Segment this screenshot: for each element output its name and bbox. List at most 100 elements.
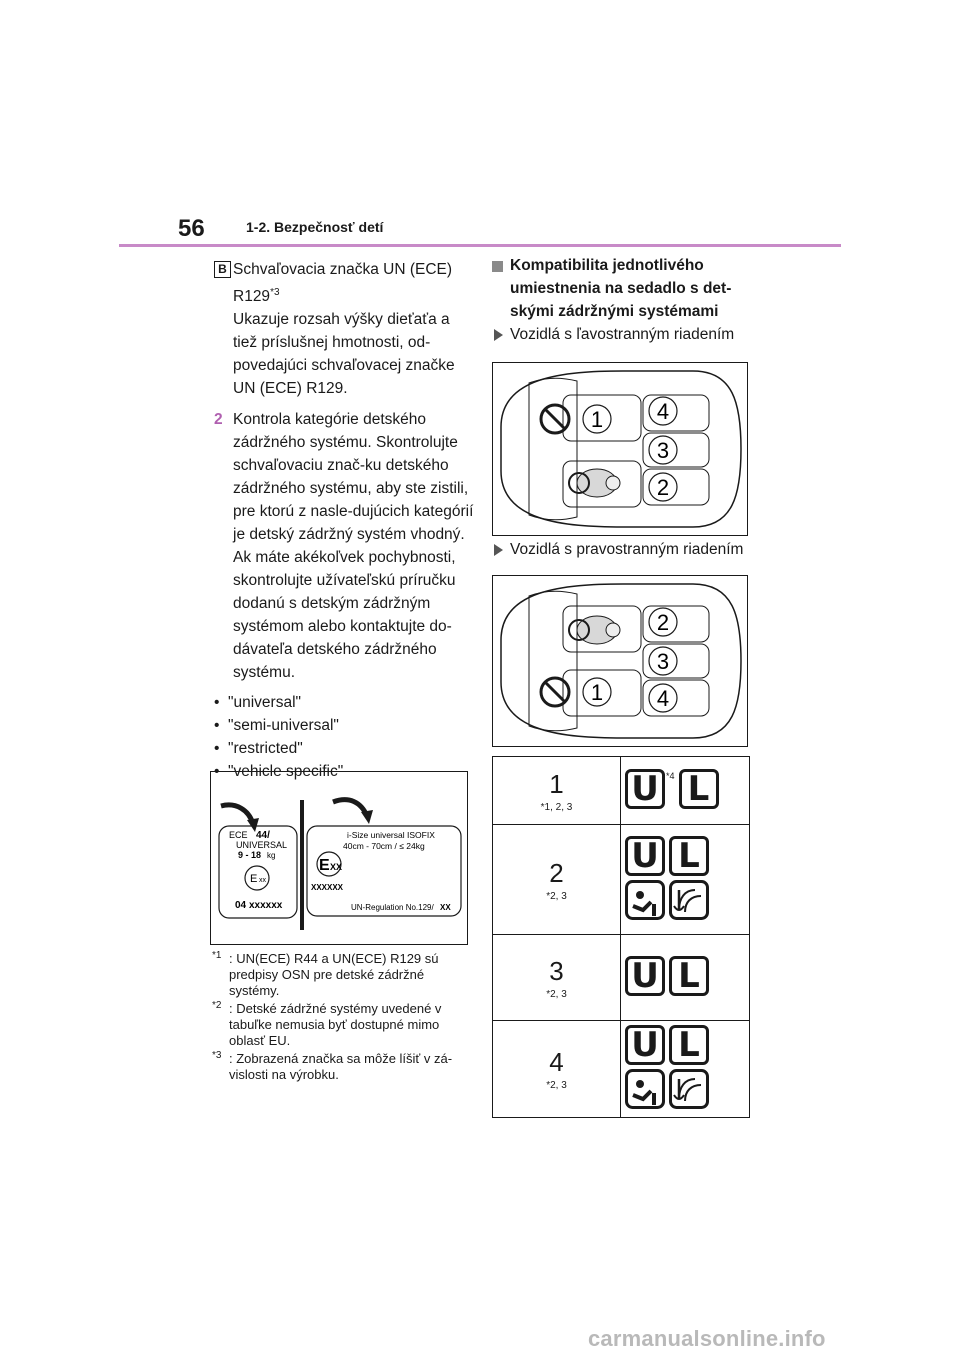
placeholder-text: XXXXXX <box>311 883 344 892</box>
universal-symbol: U <box>625 835 665 876</box>
placeholder-text: XX <box>330 862 342 872</box>
rear-seat <box>642 679 710 717</box>
seat-number: 4 <box>657 686 669 711</box>
section-title: 1-2. Bezpečnosť detí <box>246 219 384 235</box>
seat-number-circle <box>582 677 612 707</box>
booster-seat-icon <box>625 1069 665 1109</box>
r44-label-frame <box>218 825 298 919</box>
rhd-car-diagram: 1 2 3 4 <box>492 575 748 747</box>
table-row: 1 *1, 2, 3 U *4 L <box>492 756 750 825</box>
universal-symbol: U <box>625 768 665 809</box>
rear-seat <box>642 643 710 679</box>
footnote-mark: *3 <box>212 1050 222 1061</box>
table-row: 2 *2, 3 U L <box>492 824 750 935</box>
footnote-text: : Zobrazená značka sa môže líšiť v zá-vi… <box>229 1051 453 1082</box>
symbols-cell: U L <box>620 934 750 1021</box>
approval-mark-title-text: Schvaľovacia značka UN (ECE) R129 <box>233 261 453 306</box>
footnotes: *1 : UN(ECE) R44 a UN(ECE) R129 sú predpi… <box>212 950 474 1085</box>
seat-number: 4 <box>657 399 669 424</box>
lhd-caption: Vozidlá s ľavostranným riadením <box>492 326 734 344</box>
category-check-text: Kontrola kategórie detského zádržného sy… <box>233 411 474 682</box>
seat-number: 3 <box>657 438 669 463</box>
r44-text: E <box>250 873 257 885</box>
steering-wheel-icon <box>568 472 590 494</box>
table-row: 3 *2, 3 U L <box>492 934 750 1021</box>
rear-seat <box>642 605 710 643</box>
arrow-icon <box>332 797 370 818</box>
front-seat <box>562 394 642 442</box>
seat-number: 3 <box>549 955 564 986</box>
approval-mark-block: B Schvaľovacia značka UN (ECE) R129*3 Uk… <box>214 258 474 400</box>
r129-text: 40cm - 70cm / ≤ 24kg <box>343 841 425 851</box>
driver-seat <box>562 460 642 508</box>
symbol-row <box>625 1069 745 1109</box>
seat-number: 2 <box>657 610 669 635</box>
symbols-cell: U L <box>620 824 750 935</box>
symbol-row: U L <box>625 1025 745 1065</box>
item-number: 2 <box>214 411 223 429</box>
r44-text: UNIVERSAL <box>236 840 287 850</box>
approval-mark-description: Ukazuje rozsah výšky dieťaťa a tiež prís… <box>233 311 455 398</box>
windshield-outline <box>528 377 578 521</box>
compatibility-heading: Kompatibilita jednotlivého umiestnenia n… <box>492 254 762 323</box>
r44-text: 04 <box>235 900 247 911</box>
arrow-head-icon <box>247 818 259 832</box>
seat-note: *2, 3 <box>546 988 567 1000</box>
r44-text: kg <box>267 851 275 860</box>
r44-text: 9 - 18 <box>238 850 261 860</box>
r129-label-frame <box>306 825 462 917</box>
seat-number: 1 <box>591 680 603 705</box>
seat-number-circle <box>648 472 678 502</box>
seat-number: 2 <box>657 475 669 500</box>
symbol-row <box>625 879 745 920</box>
driver-head-icon <box>605 622 621 638</box>
arrow-head-icon <box>361 810 373 824</box>
isofix-icon <box>669 1069 709 1109</box>
r129-text: UN-Regulation No.129/ <box>351 903 434 912</box>
footnote-mark: *1 <box>212 950 222 961</box>
seat-number-circle <box>648 607 678 637</box>
seat-number: 3 <box>657 649 669 674</box>
seat-number-circle <box>582 404 612 434</box>
seat-number: 2 <box>549 857 564 888</box>
footnote-text: : UN(ECE) R44 a UN(ECE) R129 sú predpisy… <box>229 951 439 998</box>
seat-cell: 3 *2, 3 <box>492 934 621 1021</box>
front-seat <box>562 669 642 717</box>
list-item: "universal" <box>214 691 474 714</box>
seat-cell: 4 *2, 3 <box>492 1020 621 1118</box>
compatibility-table: 1 *1, 2, 3 U *4 L 2 *2, 3 U L <box>492 756 750 1118</box>
prohibited-slash <box>543 407 567 431</box>
approval-labels-figure: ECE 44/ UNIVERSAL 9 - 18 kg E xx 04 xxxx… <box>210 771 468 945</box>
seat-cell: 2 *2, 3 <box>492 824 621 935</box>
approval-labels-svg: ECE 44/ UNIVERSAL 9 - 18 kg E xx 04 xxxx… <box>218 797 462 930</box>
seat-number-circle <box>648 683 678 713</box>
rhd-caption: Vozidlá s pravostranným riadením <box>492 541 743 559</box>
booster-seat-icon <box>625 879 665 920</box>
universal-symbol: U <box>625 955 665 996</box>
symbols-cell: U L <box>620 1020 750 1118</box>
prohibited-icon <box>539 403 571 435</box>
lhd-car-svg: 1 4 3 2 <box>500 370 742 528</box>
list-item: "semi-universal" <box>214 714 474 737</box>
seat-number: 1 <box>591 407 603 432</box>
placeholder-text: xxxxxx <box>249 900 283 911</box>
car-body-outline <box>500 370 742 528</box>
e-mark-icon <box>244 865 270 891</box>
r129-text: E <box>319 857 330 874</box>
seat-note: *2, 3 <box>546 890 567 902</box>
watermark: carmanualsonline.info <box>588 1326 826 1351</box>
placeholder-text: XX <box>440 903 451 912</box>
seat-number: 4 <box>549 1047 564 1077</box>
badge-b: B <box>214 261 231 278</box>
lap-symbol: L <box>669 955 709 996</box>
symbol-row: U L <box>625 955 745 996</box>
lap-symbol: L <box>669 835 709 876</box>
car-body-outline <box>500 583 742 739</box>
steering-wheel-icon <box>568 619 590 641</box>
rear-seat <box>642 394 710 432</box>
r44-text: 44/ <box>256 830 270 841</box>
footnote: *3 : Zobrazená značka sa môže líšiť v zá-… <box>212 1050 474 1083</box>
r129-text: i-Size universal ISOFIX <box>347 830 435 840</box>
category-check-item: 2 Kontrola kategórie detského zádržného … <box>214 408 474 684</box>
symbols-cell: U *4 L <box>620 756 750 825</box>
